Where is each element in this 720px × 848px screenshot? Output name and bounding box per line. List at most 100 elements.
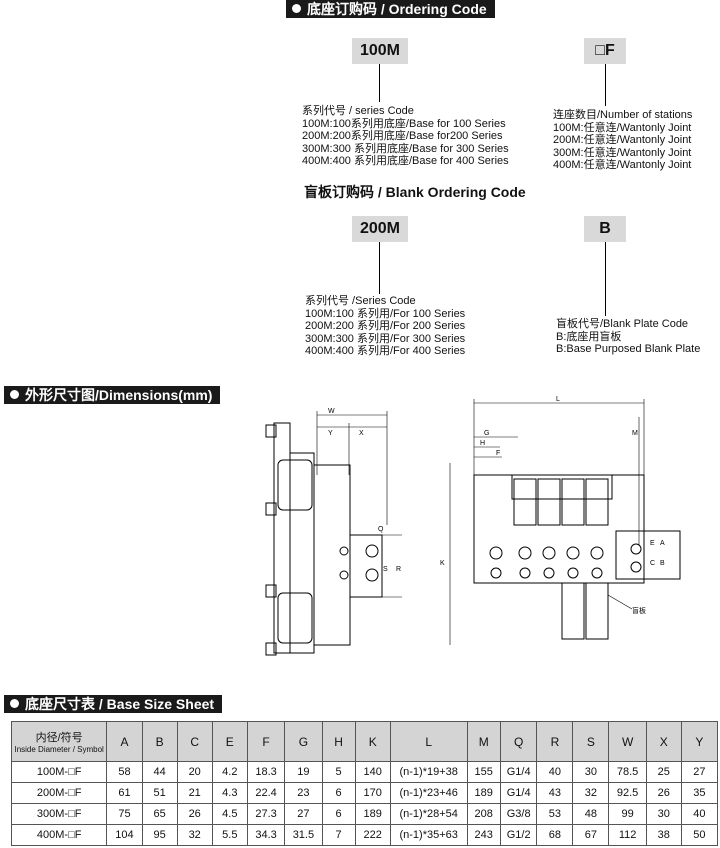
- column-header: S: [572, 721, 610, 762]
- table-cell: G3/8: [499, 803, 538, 825]
- blank-plate-code-box: B: [584, 216, 626, 242]
- symbol-header-cn: 内径/符号: [35, 732, 83, 744]
- series-line: 系列代号 / series Code: [302, 105, 414, 117]
- column-header: M: [466, 721, 501, 762]
- table-cell: 31.5: [284, 824, 323, 846]
- table-cell: (n-1)*23+46: [389, 782, 468, 804]
- table-cell: 27.3: [246, 803, 286, 825]
- column-header: E: [211, 721, 248, 762]
- table-cell: 58: [106, 761, 143, 783]
- table-cell: 43: [536, 782, 574, 804]
- dim-label: R: [396, 566, 401, 573]
- stations-line: 100M:任意连/Wantonly Joint: [553, 121, 692, 134]
- table-cell: 27: [680, 761, 719, 783]
- table-cell: 67: [572, 824, 610, 846]
- blank-series-leader: [379, 242, 380, 294]
- stations-line: 200M:任意连/Wantonly Joint: [553, 134, 692, 146]
- front-view-drawing: L G H F M K E A C B 盲板: [440, 396, 681, 645]
- series-line: 200M:200 系列用/For 200 Series: [305, 320, 466, 332]
- stations-line: 300M:任意连/Wantonly Joint: [553, 146, 692, 159]
- column-header: C: [176, 721, 213, 762]
- table-cell: 243: [466, 824, 501, 846]
- bullet-icon: [10, 390, 19, 399]
- table-cell: 140: [354, 761, 391, 783]
- table-cell: 95: [141, 824, 178, 846]
- stations-code-leader: [605, 64, 606, 106]
- table-cell: 6: [321, 803, 356, 825]
- stations-code-box: □F: [584, 38, 626, 64]
- table-cell: 23: [284, 782, 323, 804]
- table-cell: G1/4: [499, 761, 538, 783]
- dim-label: M: [632, 430, 638, 437]
- stations-line: 连座数目/Number of stations: [553, 109, 693, 121]
- series-line: 300M:300 系列用/For 300 Series: [305, 332, 466, 345]
- blank-series-list: 系列代号 /Series Code 100M:100 系列用/For 100 S…: [305, 295, 465, 358]
- series-line: 100M:100 系列用/For 100 Series: [305, 307, 466, 320]
- side-view-drawing: W Y X Q S R: [265, 408, 402, 656]
- table-cell: 19: [284, 761, 323, 783]
- table-cell: 170: [354, 782, 391, 804]
- table-cell: 189: [466, 782, 501, 804]
- column-header: G: [284, 721, 323, 762]
- table-cell: 208: [466, 803, 501, 825]
- dim-label: B: [660, 560, 665, 567]
- column-header: L: [389, 721, 468, 762]
- column-header: Y: [680, 721, 719, 762]
- table-cell: 5.5: [211, 824, 248, 846]
- size-sheet-banner: 底座尺寸表 / Base Size Sheet: [4, 695, 223, 713]
- series-line: 系列代号 /Series Code: [305, 295, 416, 307]
- series-line: 400M:400 系列用底座/Base for 400 Series: [302, 155, 509, 167]
- series-code-box: 100M: [352, 38, 408, 64]
- dimensions-title: 外形尺寸图/Dimensions(mm): [25, 387, 213, 403]
- dim-label: X: [359, 430, 364, 437]
- table-cell: 99: [608, 803, 647, 825]
- dim-label: F: [496, 450, 500, 457]
- dim-label: H: [480, 440, 485, 447]
- table-cell: 65: [141, 803, 178, 825]
- bullet-icon: [292, 4, 301, 13]
- series-code-leader: [379, 64, 380, 102]
- symbol-header: 内径/符号 Inside Diameter / Symbol: [10, 721, 108, 762]
- ordering-stations-list: 连座数目/Number of stations 100M:任意连/Wantonl…: [553, 109, 692, 172]
- blank-ordering-title: 盲板订购码 / Blank Ordering Code: [304, 184, 526, 200]
- row-model-cell: 400M-□F: [10, 824, 108, 846]
- table-cell: 104: [106, 824, 143, 846]
- column-header: K: [354, 721, 391, 762]
- size-sheet-title: 底座尺寸表 / Base Size Sheet: [25, 696, 215, 712]
- ordering-series-list: 系列代号 / series Code 100M:100系列用底座/Base fo…: [302, 105, 509, 168]
- dim-label: Q: [378, 526, 384, 533]
- table-cell: 7: [321, 824, 356, 846]
- base-size-table: 内径/符号 Inside Diameter / Symbol A B C E F…: [10, 721, 719, 846]
- table-cell: 35: [680, 782, 719, 804]
- series-line: 300M:300 系列用底座/Base for 300 Series: [302, 142, 509, 155]
- row-model-cell: 100M-□F: [10, 761, 108, 783]
- table-cell: 75: [106, 803, 143, 825]
- table-cell: 25: [645, 761, 682, 783]
- dimensions-banner: 外形尺寸图/Dimensions(mm): [4, 386, 221, 404]
- series-line: 100M:100系列用底座/Base for 100 Series: [302, 117, 506, 130]
- table-cell: 44: [141, 761, 178, 783]
- table-cell: 26: [176, 803, 213, 825]
- table-cell: G1/4: [499, 782, 538, 804]
- dim-label: E: [650, 540, 655, 547]
- table-cell: 32: [176, 824, 213, 846]
- dim-label: Y: [328, 430, 333, 437]
- blank-series-code-box: 200M: [352, 216, 408, 242]
- table-cell: 18.3: [246, 761, 286, 783]
- dim-label: C: [650, 560, 655, 567]
- table-cell: 48: [572, 803, 610, 825]
- table-cell: 21: [176, 782, 213, 804]
- table-cell: 112: [608, 824, 647, 846]
- stations-line: 400M:任意连/Wantonly Joint: [553, 159, 692, 171]
- dim-label: S: [383, 566, 388, 573]
- column-header: Q: [499, 721, 538, 762]
- table-cell: 51: [141, 782, 178, 804]
- plate-line: B:Base Purposed Blank Plate: [556, 343, 701, 355]
- table-cell: (n-1)*19+38: [389, 761, 468, 783]
- table-cell: (n-1)*35+63: [389, 824, 468, 846]
